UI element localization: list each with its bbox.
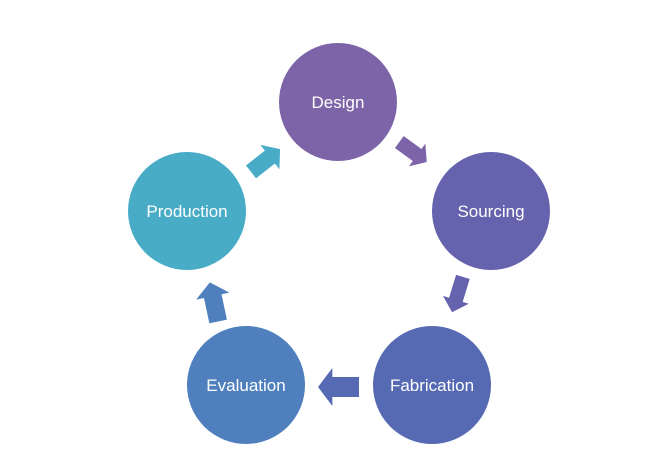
- node-design: Design: [279, 43, 397, 161]
- node-evaluation: Evaluation: [187, 326, 305, 444]
- arrow-evaluation-to-production-icon: [196, 282, 230, 324]
- arrow-production-to-design-icon: [245, 144, 281, 179]
- node-production: Production: [128, 152, 246, 270]
- node-evaluation-label: Evaluation: [206, 375, 286, 395]
- arrow-design-to-sourcing-icon: [394, 136, 427, 167]
- node-fabrication-label: Fabrication: [389, 375, 475, 395]
- node-sourcing: Sourcing: [432, 152, 550, 270]
- node-fabrication: Fabrication: [373, 326, 491, 444]
- node-sourcing-label: Sourcing: [457, 201, 525, 221]
- node-design-label: Design: [311, 92, 365, 112]
- arrow-shape: [245, 144, 281, 179]
- arrow-fabrication-to-evaluation-icon: [318, 368, 359, 406]
- node-production-label: Production: [146, 201, 228, 221]
- arrow-shape: [318, 368, 359, 406]
- arrow-shape: [394, 136, 427, 167]
- arrow-sourcing-to-fabrication-icon: [442, 274, 470, 313]
- arrow-shape: [442, 274, 470, 313]
- arrow-shape: [196, 282, 230, 324]
